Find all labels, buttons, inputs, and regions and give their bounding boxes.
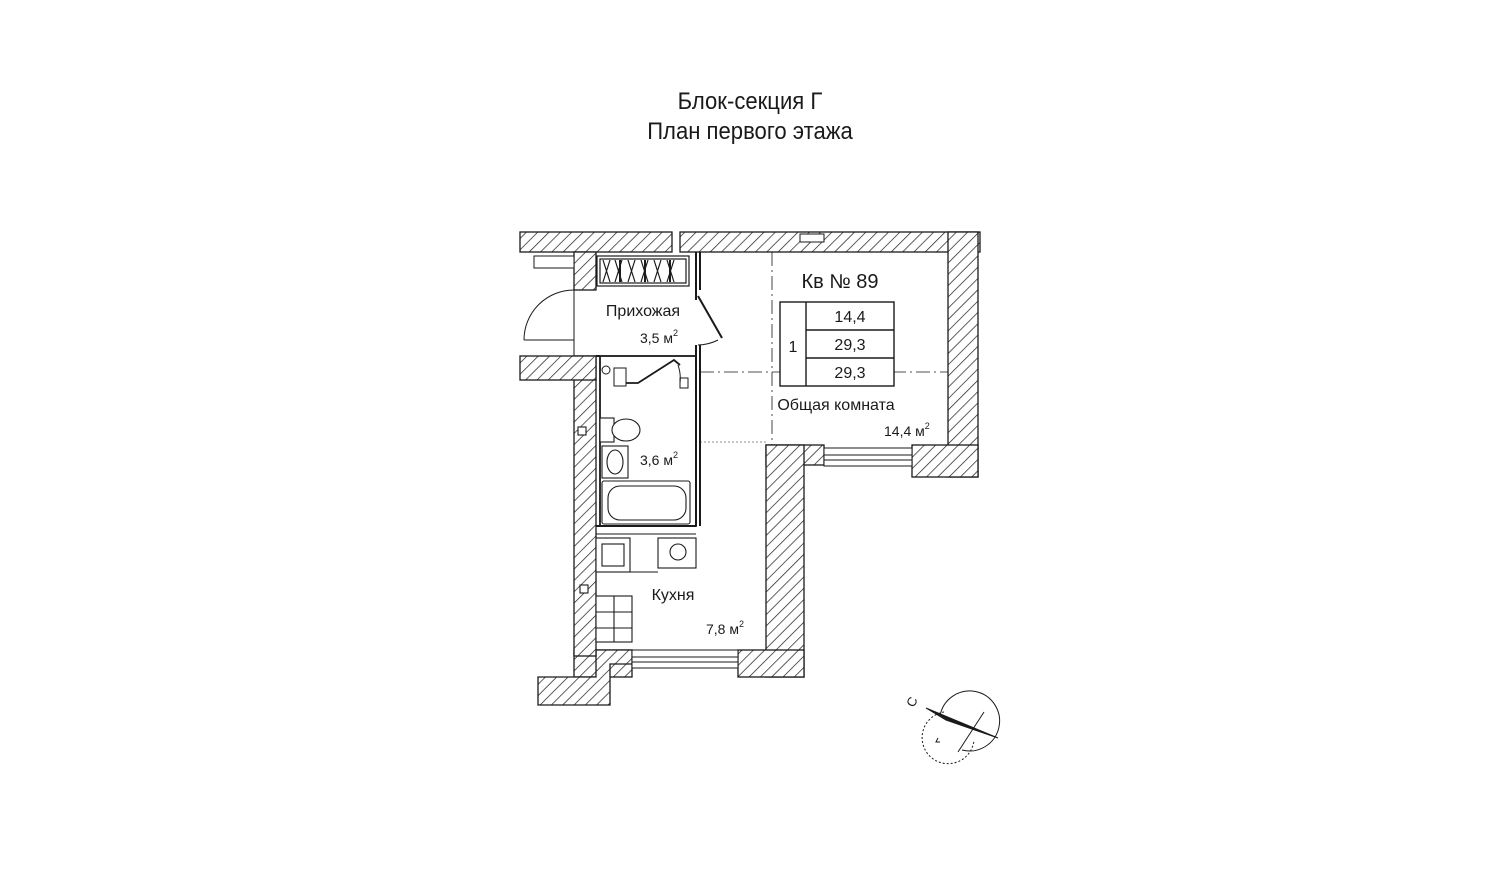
bathroom-area: 3,6 м2 — [640, 450, 678, 468]
area-living: 14,4 — [834, 309, 865, 326]
wall-kitchen-bottom-right — [737, 649, 805, 678]
sink-fixture — [601, 445, 629, 479]
entry-door — [523, 255, 575, 356]
rooms-count: 1 — [789, 339, 798, 356]
wall-kitchen-right — [765, 444, 805, 678]
wall-living-bottom-right — [911, 444, 979, 478]
kitchen-name: Кухня — [652, 587, 695, 604]
wall-top-right — [679, 231, 981, 253]
apartment-number: Кв № 89 — [801, 271, 878, 293]
kitchen-area: 7,8 м2 — [706, 619, 744, 637]
windows — [631, 233, 913, 669]
window-living — [823, 447, 913, 467]
plan-title: Блок-секция Г — [677, 88, 823, 115]
wall-top-left — [519, 231, 673, 253]
wall-left — [573, 355, 597, 657]
living-area: 14,4 м2 — [884, 421, 930, 439]
bathroom-door — [601, 358, 689, 389]
toilet-fixture — [577, 417, 641, 443]
plan-subtitle: План первого этажа — [647, 118, 853, 145]
window-kitchen — [631, 649, 739, 669]
kitchen-fixtures — [579, 537, 697, 643]
compass-north-label: С — [903, 694, 921, 709]
hallway-area: 3,5 м2 — [640, 328, 678, 346]
window-top — [799, 233, 825, 243]
north-compass-icon — [921, 690, 1001, 765]
wardrobe — [596, 255, 690, 287]
living-door — [697, 295, 723, 346]
wall-right — [947, 231, 979, 478]
bathtub-fixture — [601, 480, 691, 525]
apartment-area-table — [779, 301, 895, 387]
walls — [519, 231, 981, 706]
area-total: 29,3 — [834, 337, 865, 354]
living-name: Общая комната — [777, 397, 894, 414]
wall-entry-bottom — [519, 355, 597, 381]
area-total-balcony: 29,3 — [834, 365, 865, 382]
wall-pier-hallway — [573, 251, 597, 291]
hallway-name: Прихожая — [606, 303, 680, 320]
